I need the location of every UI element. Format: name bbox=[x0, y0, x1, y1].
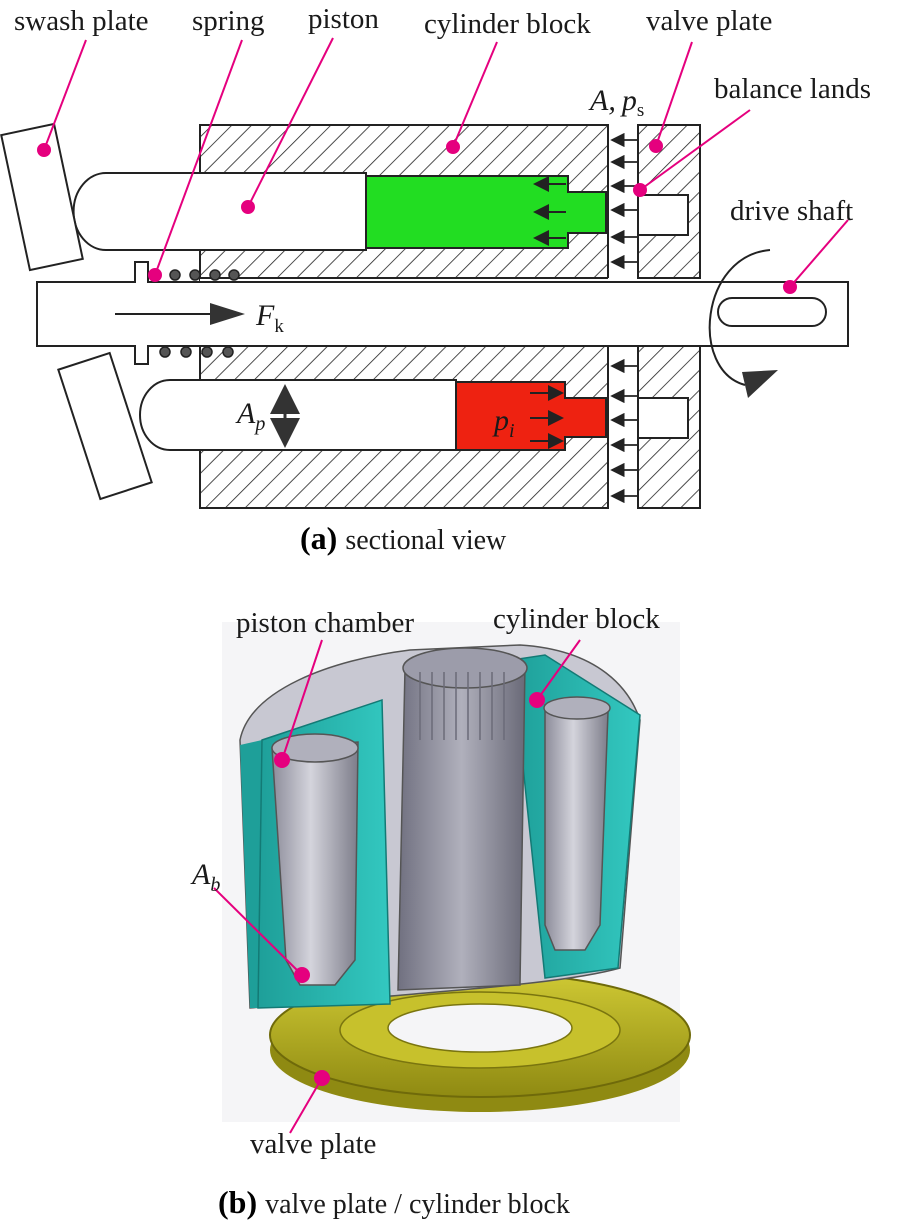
piston-chamber-3d bbox=[271, 741, 359, 986]
label-piston: piston bbox=[308, 3, 379, 35]
label-cylinder-block: cylinder block bbox=[424, 8, 591, 40]
symbol-Fk: Fk bbox=[255, 299, 284, 337]
balance-land-arrows bbox=[610, 132, 638, 504]
shaft-keyway bbox=[717, 297, 827, 327]
spring-coils bbox=[159, 269, 240, 358]
label-drive-shaft: drive shaft bbox=[730, 195, 853, 227]
piston-chamber-red bbox=[455, 381, 607, 451]
label-valve-plate: valve plate bbox=[646, 5, 772, 37]
symbol-Ap: Ap bbox=[235, 397, 265, 435]
caption-a: (a)sectional view bbox=[300, 520, 507, 556]
label-spring: spring bbox=[192, 5, 265, 37]
label-piston-chamber: piston chamber bbox=[236, 607, 414, 639]
panel-b-3d-view: piston chamber cylinder block valve plat… bbox=[190, 603, 691, 1220]
swash-plate-lower bbox=[57, 351, 153, 501]
callout-lines-a bbox=[37, 37, 849, 294]
callout-lines-b bbox=[213, 639, 581, 1134]
symbol-pi: pi bbox=[492, 404, 515, 442]
label-balance-lands: balance lands bbox=[714, 73, 871, 105]
symbol-A-ps: A,ps bbox=[588, 84, 644, 121]
panel-a-sectional-view: swash plate spring piston cylinder block… bbox=[0, 3, 871, 556]
label-cylinder-block-b: cylinder block bbox=[493, 603, 660, 635]
label-swash-plate: swash plate bbox=[14, 5, 149, 37]
drive-shaft bbox=[36, 261, 849, 365]
label-valve-plate-b: valve plate bbox=[250, 1128, 376, 1160]
pressure-arrows-green bbox=[533, 176, 566, 246]
caption-b: (b)valve plate / cylinder block bbox=[218, 1184, 570, 1220]
cylinder-block-3d bbox=[239, 644, 641, 1009]
symbol-Ab: Ab bbox=[190, 858, 220, 896]
swash-plate-upper bbox=[0, 122, 84, 272]
piston-lower bbox=[139, 379, 457, 451]
rotation-arrow bbox=[708, 249, 771, 386]
piston-upper bbox=[72, 172, 367, 251]
pressure-arrows-red bbox=[530, 385, 564, 449]
